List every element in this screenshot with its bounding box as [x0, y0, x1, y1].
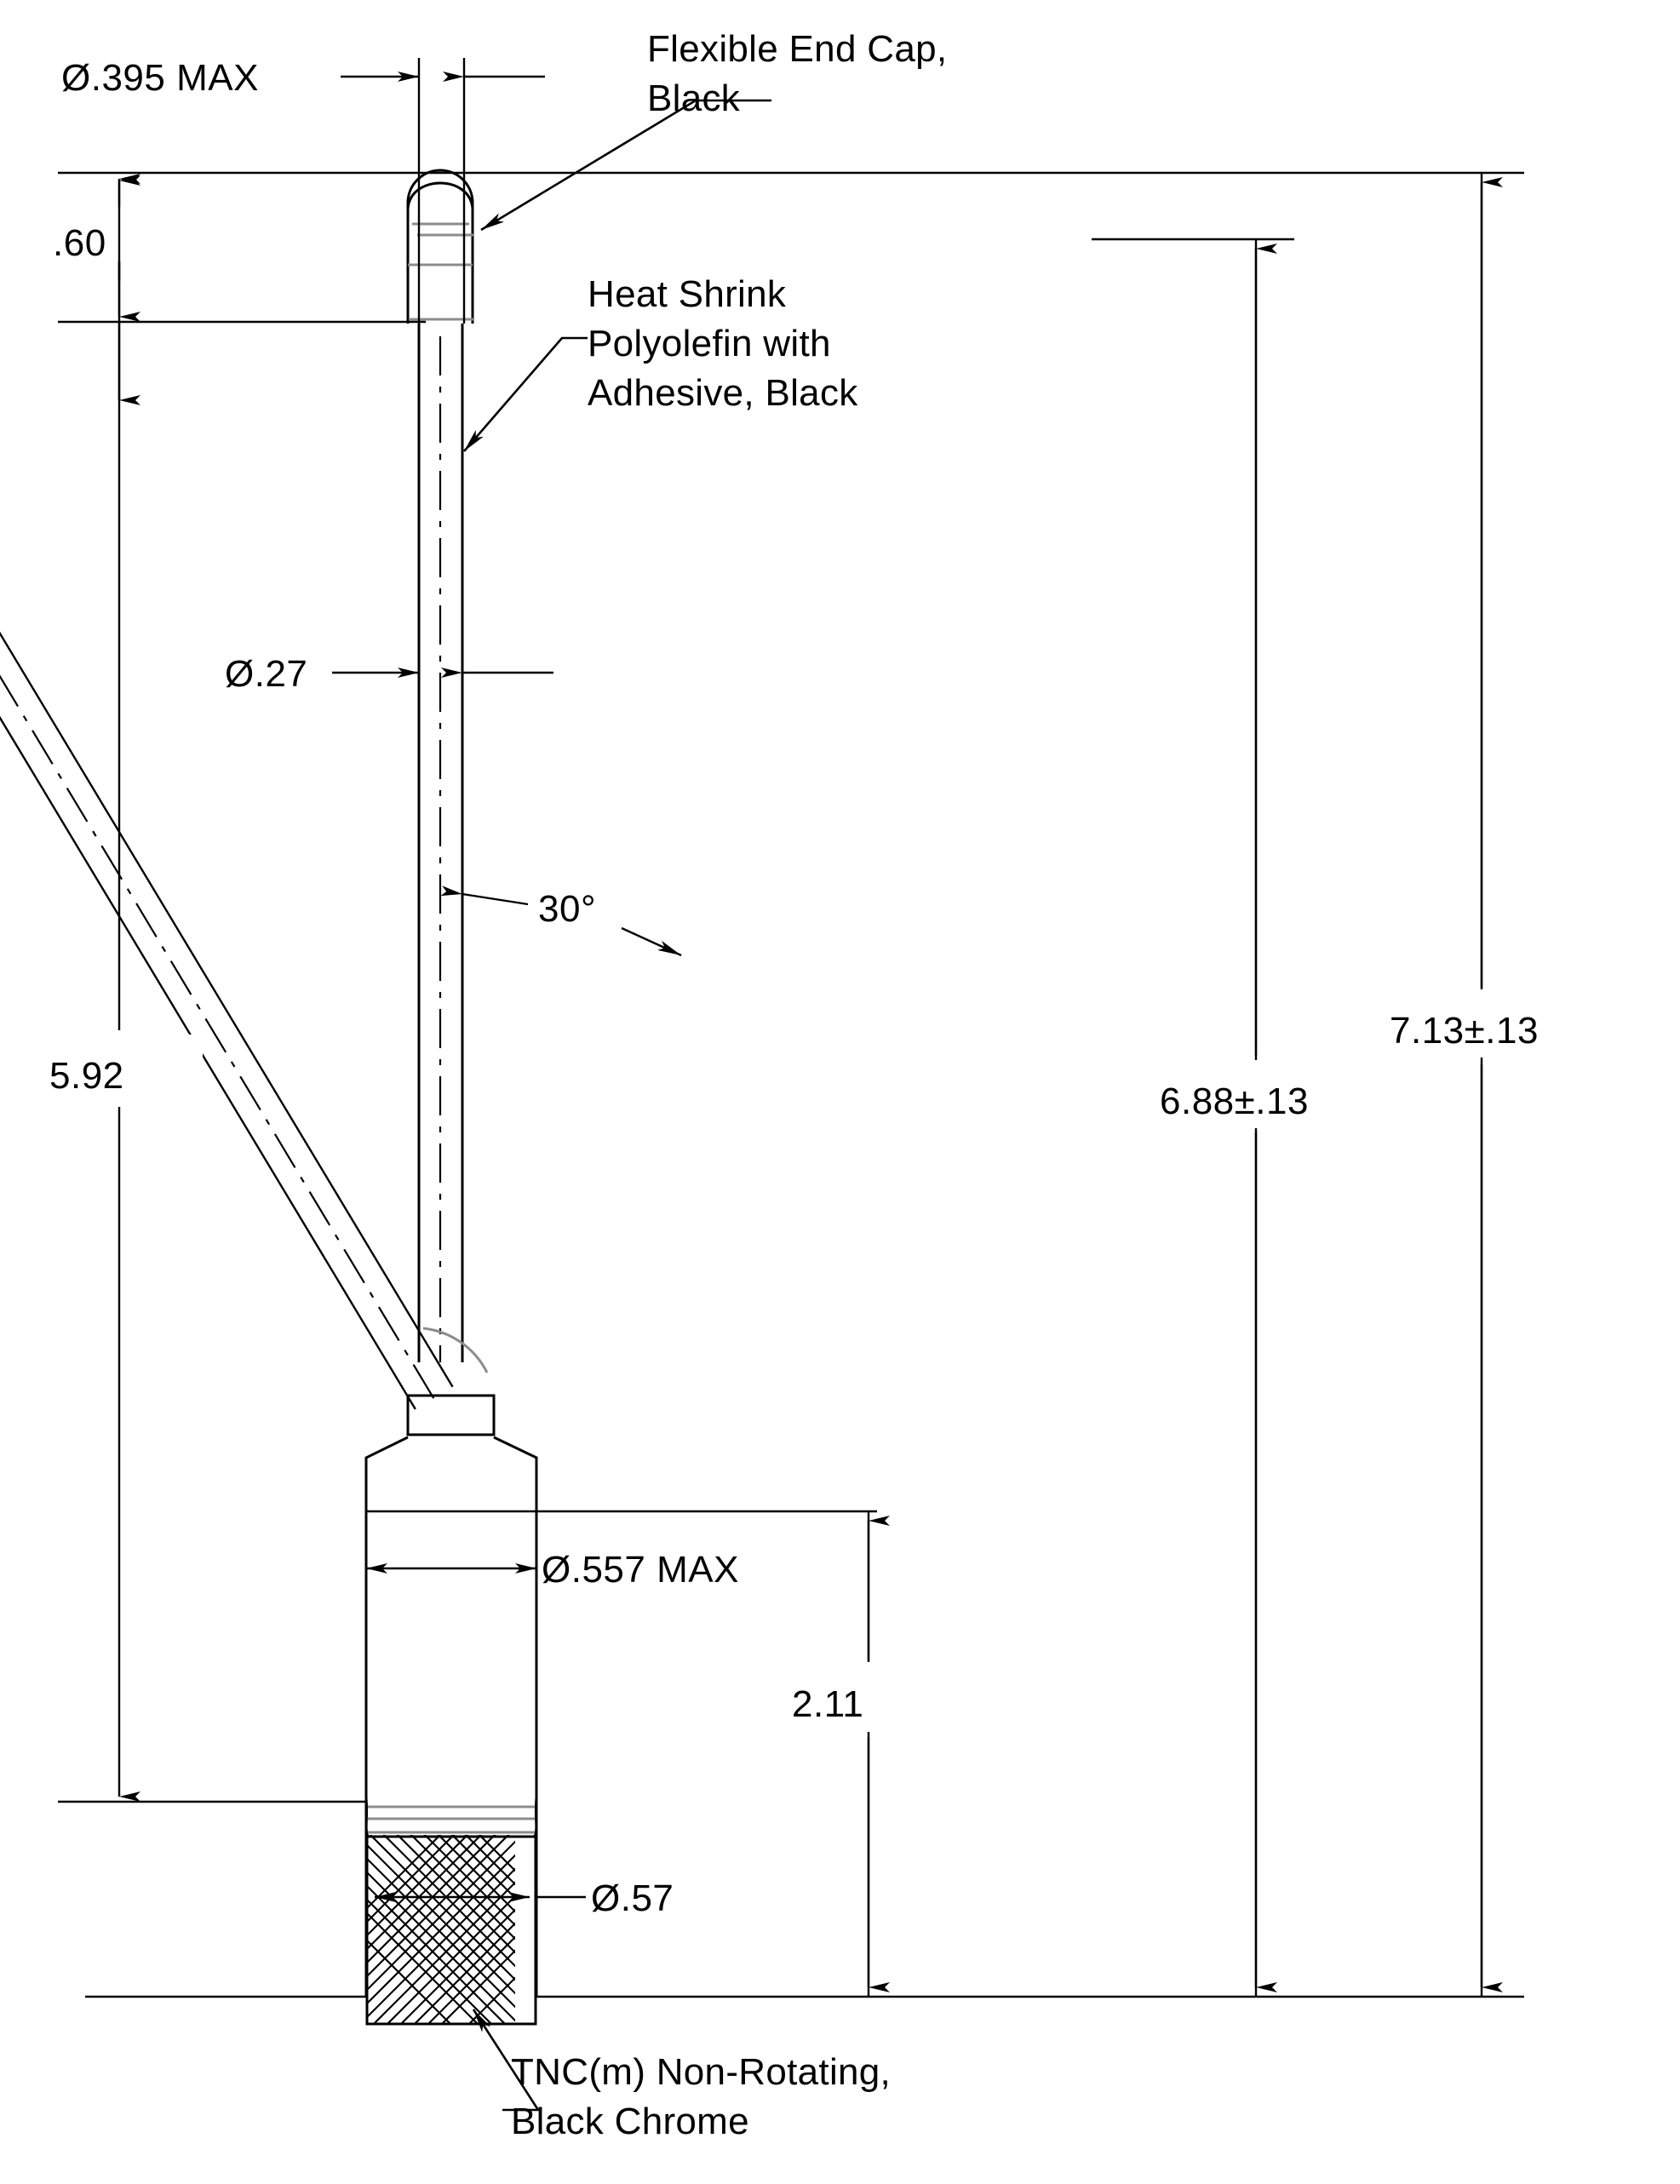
dimension-connector-length: 2.11: [783, 1511, 954, 1997]
dim-label-knurl-diameter: Ø.57: [591, 1877, 674, 1919]
dimension-overall-height: 7.13±.13: [1384, 173, 1648, 1997]
dim-label-whip-length: 5.92: [49, 1055, 124, 1097]
dim-label-overall-height: 7.13±.13: [1390, 1010, 1539, 1052]
callout-heat-shrink-line2: Polyolefin with: [588, 323, 831, 364]
dimension-cap-length: .60: [49, 174, 164, 405]
callout-end-cap-line1: Flexible End Cap,: [647, 28, 947, 70]
callout-connector-line1: TNC(m) Non-Rotating,: [511, 2051, 891, 2093]
dimension-whip-diameter: Ø.27: [225, 653, 553, 695]
callout-heat-shrink-line3: Adhesive, Black: [588, 372, 858, 414]
swivel-hinge-block: [406, 1394, 496, 1436]
tilted-whip-assembly: [0, 419, 489, 1410]
dimension-knurl-diameter: Ø.57: [375, 1877, 674, 1919]
dim-label-cap-length: .60: [53, 222, 106, 264]
dim-label-connector-length: 2.11: [792, 1683, 863, 1725]
dim-label-swivel-angle: 30°: [538, 888, 596, 930]
tilted-whip-tube: [0, 419, 454, 1410]
dim-label-body-diameter: Ø.557 MAX: [542, 1549, 739, 1591]
dim-label-cap-diameter: Ø.395 MAX: [61, 57, 259, 99]
whip-radiator-tube: [417, 324, 464, 1362]
dimension-body-diameter: Ø.557 MAX: [366, 1549, 739, 1591]
dim-label-whip-diameter: Ø.27: [225, 653, 307, 695]
vertical-whip-assembly: [364, 169, 538, 2026]
dimension-tilted-height: 6.88±.13: [1154, 239, 1418, 1997]
knurled-nut: [365, 1835, 537, 2026]
dimension-swivel-angle: 30°: [440, 886, 682, 957]
callout-end-cap: Flexible End Cap, Black: [480, 28, 947, 232]
dim-label-tilted-height: 6.88±.13: [1160, 1081, 1309, 1122]
knurl-pattern: [366, 1835, 515, 2024]
dimension-whip-length: 5.92: [41, 175, 203, 1802]
callout-connector: TNC(m) Non-Rotating, Black Chrome: [472, 2009, 891, 2142]
callout-end-cap-line2: Black: [647, 77, 741, 119]
dimension-cap-diameter: Ø.395 MAX: [61, 57, 545, 324]
callout-heat-shrink: Heat Shrink Polyolefin with Adhesive, Bl…: [463, 273, 858, 452]
callout-connector-line2: Black Chrome: [511, 2101, 749, 2142]
callout-heat-shrink-line1: Heat Shrink: [588, 273, 787, 315]
